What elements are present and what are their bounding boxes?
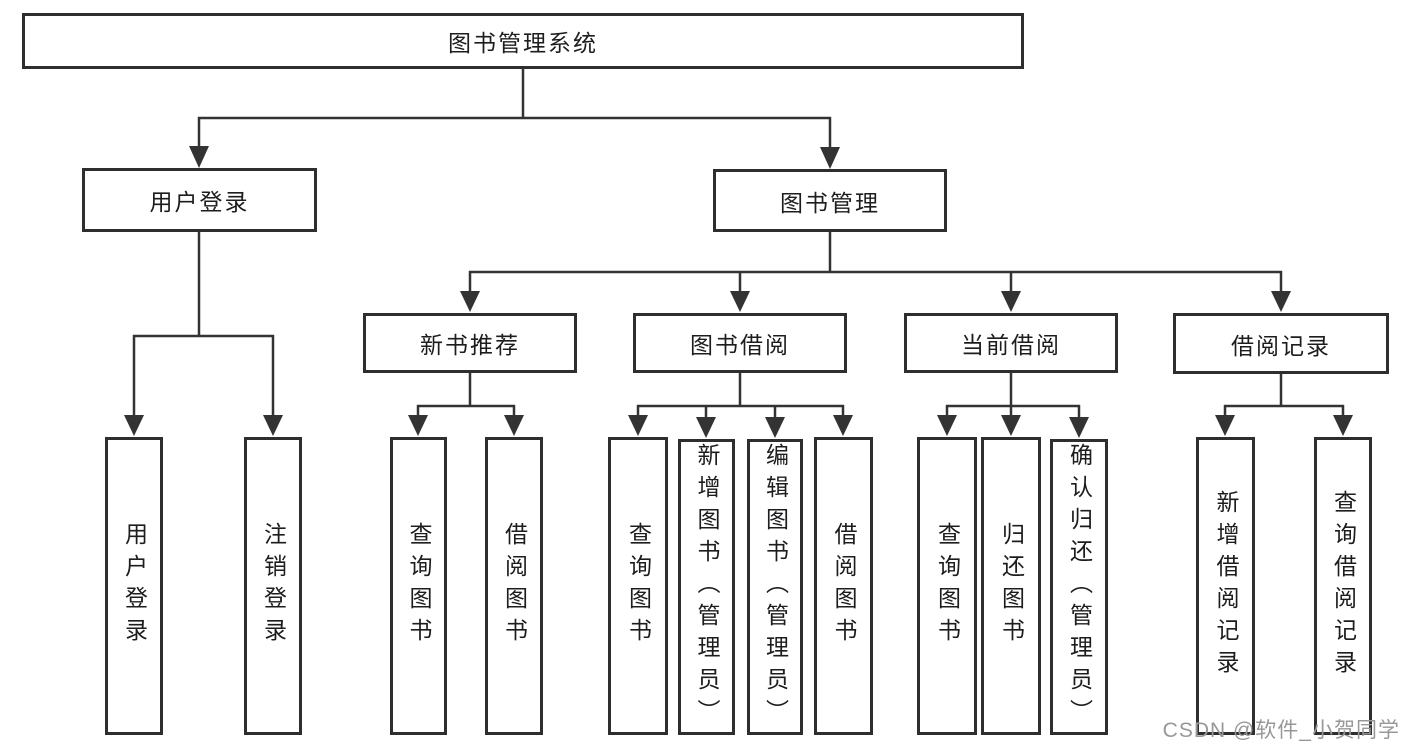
- connector-book-management-children: [460, 232, 1291, 312]
- node-user-login: 用户登录: [82, 168, 317, 232]
- leaf-query-borrow-record-label: 查询借阅记录: [1330, 490, 1357, 682]
- watermark: CSDN @软件_小贺同学: [1162, 719, 1400, 742]
- connector-current-borrow-children: [937, 373, 1089, 438]
- leaf-borrow-book: 借阅图书: [814, 437, 873, 735]
- leaf-user-login-label: 用户登录: [121, 522, 148, 650]
- node-library-system: 图书管理系统: [22, 13, 1024, 69]
- leaf-edit-book-admin-label: 编辑图书（管理员）: [762, 443, 789, 731]
- node-book-borrow: 图书借阅: [633, 313, 847, 373]
- leaf-add-book-admin-label: 新增图书（管理员）: [694, 443, 720, 731]
- leaf-confirm-return-admin: 确认归还（管理员）: [1050, 439, 1108, 735]
- leaf-logout-login: 注销登录: [244, 437, 302, 735]
- node-current-borrow-label: 当前借阅: [961, 332, 1061, 358]
- leaf-edit-book-admin: 编辑图书（管理员）: [747, 439, 803, 735]
- leaf-borrow-book-recommend: 借阅图书: [485, 437, 543, 735]
- leaf-add-borrow-record-label: 新增借阅记录: [1213, 490, 1239, 682]
- node-current-borrow: 当前借阅: [904, 313, 1118, 373]
- node-user-login-label: 用户登录: [149, 189, 250, 215]
- leaf-borrow-book-recommend-label: 借阅图书: [501, 522, 528, 650]
- connector-user-login-children: [124, 232, 283, 436]
- leaf-logout-login-label: 注销登录: [260, 522, 287, 650]
- node-borrow-records-label: 借阅记录: [1231, 332, 1331, 359]
- node-new-book-recommend: 新书推荐: [363, 313, 577, 373]
- connector-book-borrow-children: [628, 373, 853, 438]
- leaf-return-book-label: 归还图书: [998, 522, 1025, 650]
- node-borrow-records: 借阅记录: [1173, 313, 1389, 374]
- connector-new-book-recommend-children: [408, 373, 524, 436]
- leaf-query-book-recommend: 查询图书: [390, 437, 447, 735]
- connector-borrow-records-children: [1215, 373, 1353, 436]
- leaf-add-book-admin: 新增图书（管理员）: [678, 439, 735, 735]
- leaf-user-login: 用户登录: [105, 437, 163, 735]
- node-book-management-label: 图书管理: [780, 189, 880, 216]
- node-library-system-label: 图书管理系统: [448, 30, 598, 56]
- leaf-confirm-return-admin-label: 确认归还（管理员）: [1066, 443, 1093, 731]
- leaf-query-book-current-label: 查询图书: [934, 522, 961, 650]
- connector-root-to-level2: [189, 69, 840, 169]
- node-book-borrow-label: 图书借阅: [690, 332, 790, 358]
- leaf-query-book-borrow-label: 查询图书: [625, 522, 652, 650]
- leaf-query-borrow-record: 查询借阅记录: [1314, 437, 1372, 735]
- leaf-borrow-book-label: 借阅图书: [831, 522, 857, 650]
- node-new-book-recommend-label: 新书推荐: [420, 332, 520, 358]
- leaf-query-book-borrow: 查询图书: [608, 437, 668, 735]
- leaf-query-book-current: 查询图书: [917, 437, 977, 735]
- leaf-add-borrow-record: 新增借阅记录: [1196, 437, 1255, 735]
- leaf-query-book-recommend-label: 查询图书: [406, 522, 432, 650]
- leaf-return-book: 归还图书: [981, 437, 1041, 735]
- node-book-management: 图书管理: [713, 169, 947, 232]
